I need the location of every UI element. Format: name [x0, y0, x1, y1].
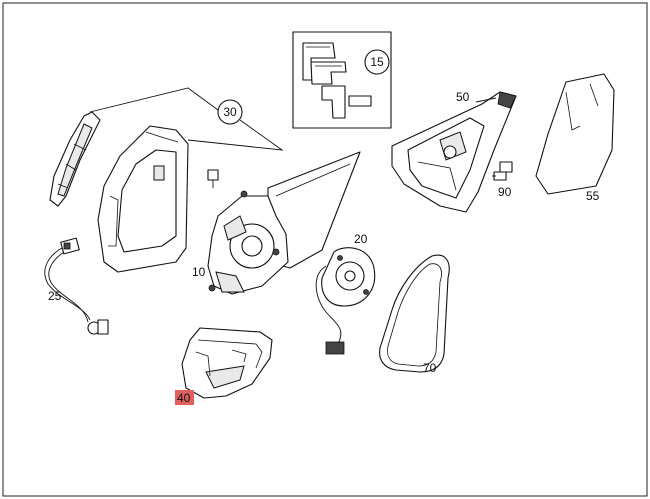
part-30-mirror-cover[interactable]: [97, 125, 189, 273]
callout-55: 55: [586, 189, 600, 203]
callout-25: 25: [48, 289, 62, 303]
part-20-adjustment-motor[interactable]: [315, 247, 376, 355]
callout-15: 15: [364, 49, 390, 75]
part-50-mirror-base[interactable]: [391, 91, 517, 213]
callout-40-label: 40: [177, 391, 191, 405]
callout-20: 20: [354, 232, 368, 246]
callout-70: 70: [423, 361, 437, 375]
callout-10: 10: [192, 265, 206, 279]
part-70-mirror-glass[interactable]: [379, 254, 450, 373]
part-55-cover-cap[interactable]: [535, 73, 615, 195]
part-25-wiring-harness[interactable]: [44, 237, 109, 335]
part-90-bolt[interactable]: [492, 161, 513, 181]
callout-40: 40: [175, 390, 194, 405]
part-10-mirror-housing[interactable]: [207, 151, 361, 295]
screw-near-part-10: [207, 169, 219, 188]
part-30-turn-signal-strip[interactable]: [49, 111, 101, 207]
callout-40-highlight: [175, 390, 194, 405]
callout-30-label: 30: [223, 105, 237, 119]
callout-90: 90: [498, 185, 512, 199]
part-40-lower-cover[interactable]: [181, 327, 273, 399]
callout-15-label: 15: [370, 55, 384, 69]
callout-50: 50: [456, 90, 470, 104]
part-15-pad-set[interactable]: [292, 31, 392, 129]
callout-30: 30: [89, 87, 284, 151]
